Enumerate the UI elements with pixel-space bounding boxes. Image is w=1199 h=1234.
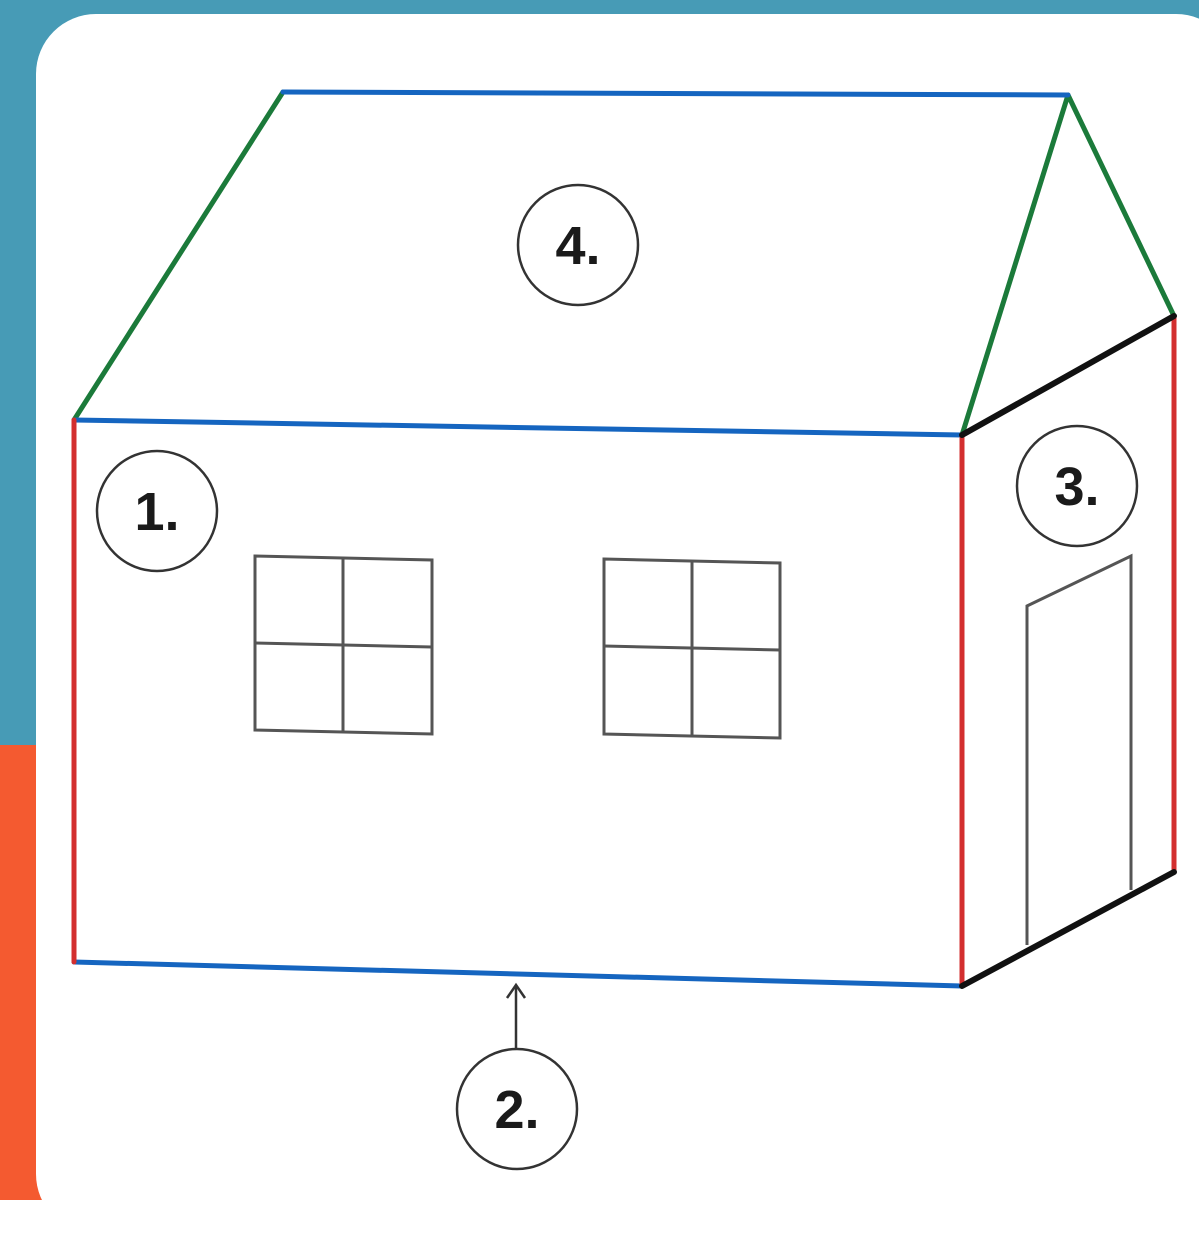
side-wall-top-edge bbox=[959, 313, 1177, 438]
label-front-wall: 1. bbox=[95, 449, 219, 573]
roof-gable-right bbox=[1065, 92, 1177, 319]
label-bottom-edge: 2. bbox=[455, 1047, 579, 1171]
roof-gable-left bbox=[959, 92, 1071, 438]
svg-text:3.: 3. bbox=[1054, 457, 1099, 517]
roof-left-slope bbox=[71, 89, 286, 423]
house-diagram: 1. 2. 3. 4. bbox=[71, 89, 1177, 1171]
left-window bbox=[253, 554, 434, 736]
arrow-up-icon bbox=[505, 982, 527, 1048]
svg-text:2.: 2. bbox=[494, 1080, 539, 1140]
front-wall-top-edge bbox=[71, 417, 965, 438]
svg-text:4.: 4. bbox=[555, 216, 600, 276]
label-roof: 4. bbox=[516, 183, 640, 307]
right-window bbox=[602, 557, 782, 740]
side-door bbox=[1025, 553, 1133, 945]
side-wall-bottom-edge bbox=[959, 869, 1177, 989]
label-side-wall: 3. bbox=[1015, 424, 1139, 548]
svg-text:1.: 1. bbox=[134, 482, 179, 542]
front-wall-bottom-edge bbox=[71, 959, 965, 989]
roof-ridge bbox=[280, 89, 1071, 98]
